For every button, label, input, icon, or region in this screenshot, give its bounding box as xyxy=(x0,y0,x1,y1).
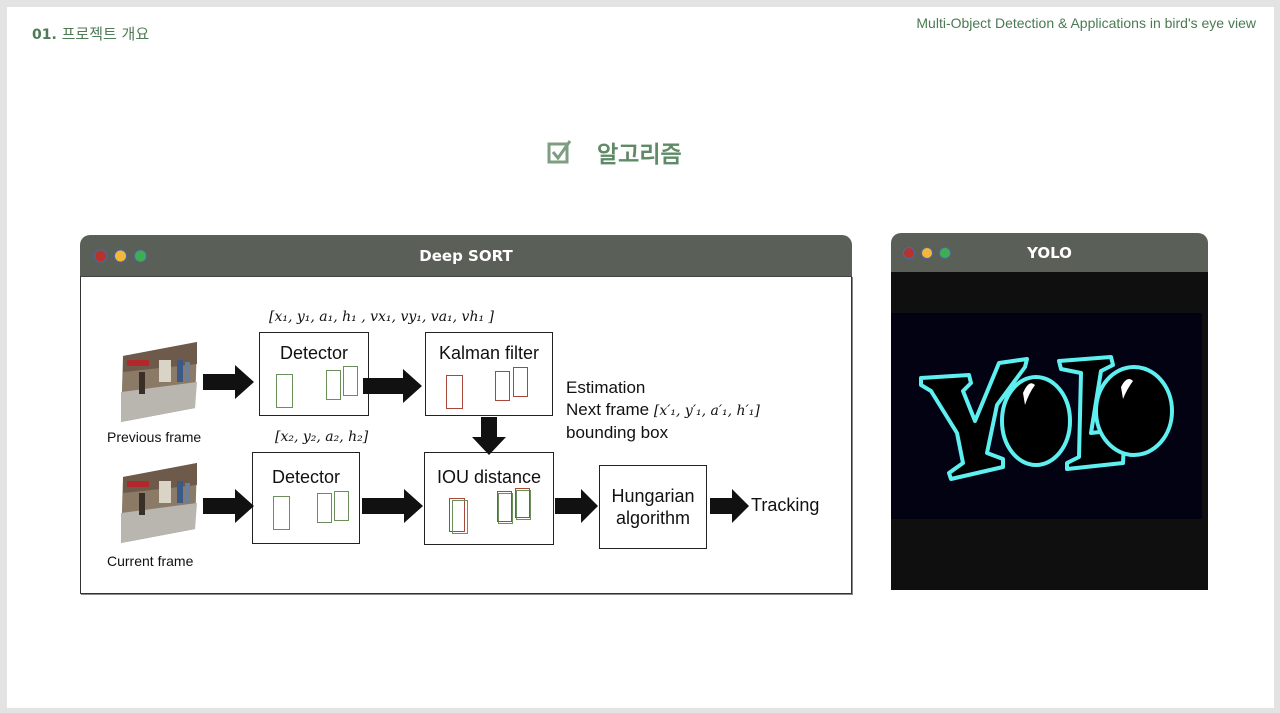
page-title: 알고리즘 xyxy=(547,135,682,169)
presentation-subtitle: Multi-Object Detection & Applications in… xyxy=(916,15,1256,31)
close-window-button[interactable] xyxy=(94,249,107,262)
minimize-window-button[interactable] xyxy=(921,246,933,259)
yolo-window: YOLO xyxy=(891,233,1208,590)
algorithm-label: algorithm xyxy=(615,508,691,528)
yolo-logo-screen xyxy=(891,313,1202,519)
checkbox-icon xyxy=(547,140,572,164)
deep-sort-titlebar: Deep SORT xyxy=(80,235,852,276)
detection-vector-label: [x₂, y₂, a₂, h₂] xyxy=(275,429,369,445)
iou-distance-label: IOU distance xyxy=(436,467,542,487)
yolo-titlebar: YOLO xyxy=(891,233,1208,272)
kalman-filter-label: Kalman filter xyxy=(438,343,540,363)
arrow-right-icon xyxy=(555,489,598,523)
maximize-window-button[interactable] xyxy=(939,246,951,259)
page-title-text: 알고리즘 xyxy=(597,142,682,168)
bbox xyxy=(449,498,465,532)
current-frame-image xyxy=(121,463,197,543)
bbox xyxy=(497,491,512,522)
estimation-line: Estimation xyxy=(566,378,646,397)
minimize-window-button[interactable] xyxy=(114,249,127,262)
iou-distance-box: IOU distance xyxy=(424,452,554,545)
state-vector-label: [x₁, y₁, a₁, h₁ , vx₁, vy₁, va₁, vh₁ ] xyxy=(269,309,494,325)
hungarian-label: Hungarian xyxy=(611,486,695,506)
deep-sort-window: Deep SORT Previous frame xyxy=(80,235,852,594)
arrow-right-icon xyxy=(203,489,254,523)
bbox xyxy=(495,371,510,401)
bbox xyxy=(452,500,468,534)
yolo-title: YOLO xyxy=(1027,243,1072,262)
kalman-filter-box: Kalman filter xyxy=(425,332,553,416)
estimation-text: Estimation Next frame [x′₁, y′₁, a′₁, h′… xyxy=(566,377,760,444)
section-label: 01. 프로젝트 개요 xyxy=(32,23,149,44)
yolo-logo xyxy=(919,355,1174,481)
bbox xyxy=(513,367,528,397)
current-frame-label: Current frame xyxy=(107,553,194,569)
hungarian-algorithm-box: Hungarian algorithm xyxy=(599,465,707,549)
bbox xyxy=(276,374,293,408)
next-frame-line: Next frame [x′₁, y′₁, a′₁, h′₁] xyxy=(566,399,760,419)
bounding-box-line: bounding box xyxy=(566,423,669,442)
section-number: 01. xyxy=(32,27,57,43)
arrow-down-icon xyxy=(472,417,506,455)
arrow-right-icon xyxy=(362,489,423,523)
close-window-button[interactable] xyxy=(903,246,915,259)
bbox xyxy=(498,493,513,524)
arrow-right-icon xyxy=(203,365,254,399)
arrow-right-icon xyxy=(363,369,422,403)
detector-box-previous: Detector xyxy=(259,332,369,416)
deep-sort-diagram: Previous frame Current frame [x₁, y₁, a₁… xyxy=(80,276,852,594)
previous-frame-label: Previous frame xyxy=(107,429,202,445)
bbox xyxy=(516,490,531,520)
previous-frame-image xyxy=(121,342,197,422)
yolo-content xyxy=(891,272,1208,590)
bbox xyxy=(515,488,530,518)
bbox xyxy=(317,493,332,523)
bbox xyxy=(334,491,349,521)
detector-box-current: Detector xyxy=(252,452,360,544)
detector-label: Detector xyxy=(279,343,349,363)
deep-sort-title: Deep SORT xyxy=(419,246,513,265)
next-frame-vector: [x′₁, y′₁, a′₁, h′₁] xyxy=(653,402,760,419)
detector-label: Detector xyxy=(271,467,341,487)
bbox xyxy=(343,366,358,396)
slide: 01. 프로젝트 개요 Multi-Object Detection & App… xyxy=(7,7,1274,708)
bbox xyxy=(273,496,290,530)
maximize-window-button[interactable] xyxy=(134,249,147,262)
tracking-label: Tracking xyxy=(751,495,820,515)
arrow-right-icon xyxy=(710,489,749,523)
bbox xyxy=(446,375,463,409)
section-title: 프로젝트 개요 xyxy=(61,25,150,43)
bbox xyxy=(326,370,341,400)
